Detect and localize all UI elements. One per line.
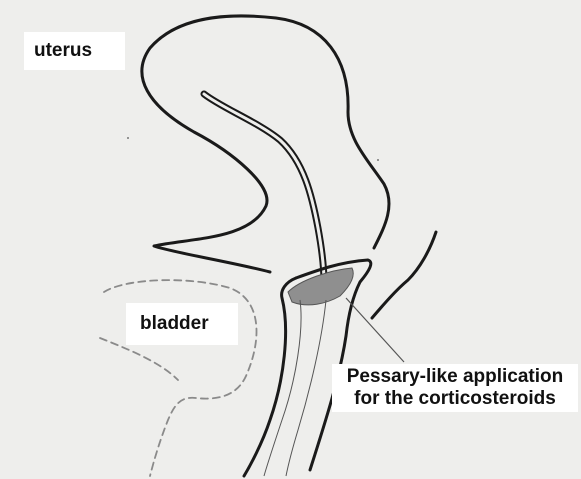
pessary-label-line1: Pessary-like application bbox=[332, 366, 578, 388]
speck bbox=[377, 159, 379, 161]
uterus-label: uterus bbox=[24, 32, 125, 70]
speck bbox=[127, 137, 129, 139]
bladder-label: bladder bbox=[126, 303, 238, 345]
vaginal-canal-line-2 bbox=[286, 300, 326, 476]
pessary-label-line2: for the corticosteroids bbox=[332, 388, 578, 410]
pessary-label: Pessary-like application for the cortico… bbox=[332, 364, 578, 412]
posterior-wall bbox=[372, 232, 436, 318]
vaginal-canal-line-1 bbox=[264, 300, 301, 476]
pessary-leader-line bbox=[346, 298, 404, 362]
uterus-outline bbox=[142, 16, 389, 272]
